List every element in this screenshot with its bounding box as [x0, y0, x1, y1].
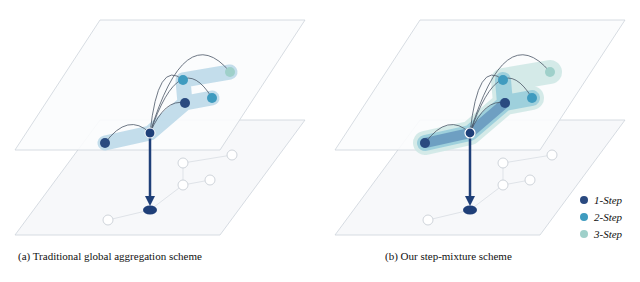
aggregation-arcs — [105, 55, 230, 143]
legend-swatch — [580, 196, 588, 204]
lower-graph-edges — [428, 155, 552, 220]
panel-a — [15, 20, 305, 235]
legend-text: 1-Step — [594, 194, 622, 206]
legend-text: 3-Step — [594, 228, 622, 240]
legend-entry: 2-Step — [580, 211, 622, 223]
sub-caption: (a) Traditional global aggregation schem… — [18, 250, 202, 262]
lower-graph-edges — [108, 155, 232, 220]
legend-swatch — [580, 213, 588, 221]
legend-entry: 1-Step — [580, 194, 622, 206]
one-step-band — [425, 103, 505, 143]
lower-graph-nodes — [423, 150, 557, 225]
legend-swatch — [580, 230, 588, 238]
aggregation-arrow — [469, 137, 472, 202]
aggregation-band — [105, 72, 230, 143]
aggregation-arrow — [149, 137, 152, 202]
upper-graph-nodes — [420, 67, 555, 148]
aggregation-arcs — [425, 55, 550, 143]
lower-graph-nodes — [103, 150, 237, 225]
upper-plane — [335, 20, 625, 150]
legend-text: 2-Step — [594, 211, 622, 223]
sub-caption: (b) Our step-mixture scheme — [385, 250, 512, 262]
upper-plane — [15, 20, 305, 150]
upper-graph-nodes — [100, 67, 235, 148]
target-node — [143, 206, 157, 215]
three-step-band — [425, 72, 550, 143]
panel-b — [335, 20, 625, 235]
target-node — [463, 206, 477, 215]
legend-entry: 3-Step — [580, 228, 622, 240]
